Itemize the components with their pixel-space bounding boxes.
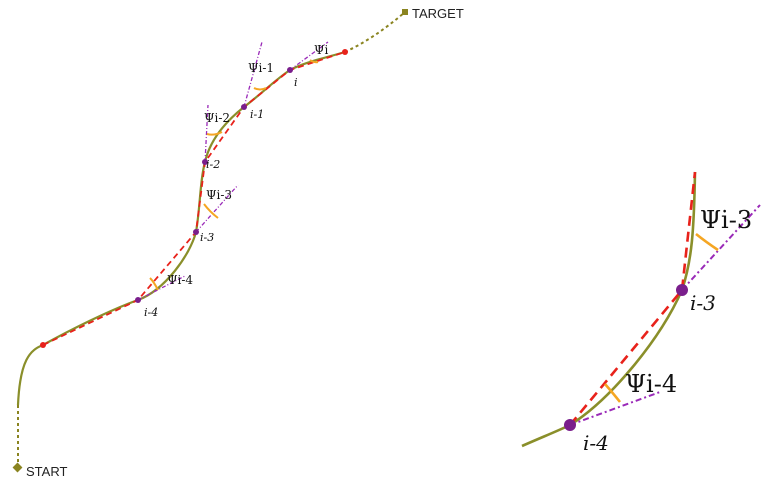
zoom-angle-label-psi-i-4: Ψi-4 <box>625 370 677 398</box>
start-marker <box>12 462 23 473</box>
trajectory-path <box>16 50 346 406</box>
start-label: START <box>26 464 67 479</box>
endpoint-end-of-path <box>342 49 348 55</box>
zoom-node-i-3 <box>676 284 688 296</box>
target-label: TARGET <box>412 6 464 21</box>
zoom-node-label-i-4: i-4 <box>583 431 609 455</box>
angle-label-psi-i-4: Ψi-4 <box>167 273 193 287</box>
angle-label-psi-i: Ψi <box>314 43 329 57</box>
zoom-angle-label-psi-i-3: Ψi-3 <box>700 206 752 234</box>
node-i-1 <box>241 104 247 110</box>
endpoint-start-of-path <box>40 342 46 348</box>
node-label-i-4: i-4 <box>144 306 158 319</box>
node-i-3 <box>193 229 199 235</box>
node-label-i-3: i-3 <box>200 231 214 244</box>
zoom-node-i-4 <box>564 419 576 431</box>
tangent-lines <box>137 41 329 301</box>
node-label-i-1: i-1 <box>250 108 264 121</box>
zoom-angle-arcs <box>604 232 719 403</box>
node-i-2 <box>202 159 208 165</box>
zoom-node-label-i-3: i-3 <box>690 291 716 315</box>
target-connector <box>344 11 406 53</box>
zoom-trajectory-path <box>521 171 697 448</box>
target-marker <box>402 9 408 15</box>
angle-label-psi-i-3: Ψi-3 <box>206 188 232 202</box>
node-i-4 <box>135 297 141 303</box>
zoom-inset: Ψi-3 Ψi-4 i-3 i-4 <box>521 171 761 455</box>
angle-label-psi-i-2: Ψi-2 <box>204 111 230 125</box>
node-label-i: i <box>294 76 298 89</box>
angle-arcs <box>149 59 319 291</box>
chord-segments <box>42 51 346 346</box>
zoom-tangent-lines <box>569 204 761 426</box>
angle-label-psi-i-1: Ψi-1 <box>248 61 274 75</box>
node-i <box>287 67 293 73</box>
node-label-i-2: i-2 <box>206 158 220 171</box>
